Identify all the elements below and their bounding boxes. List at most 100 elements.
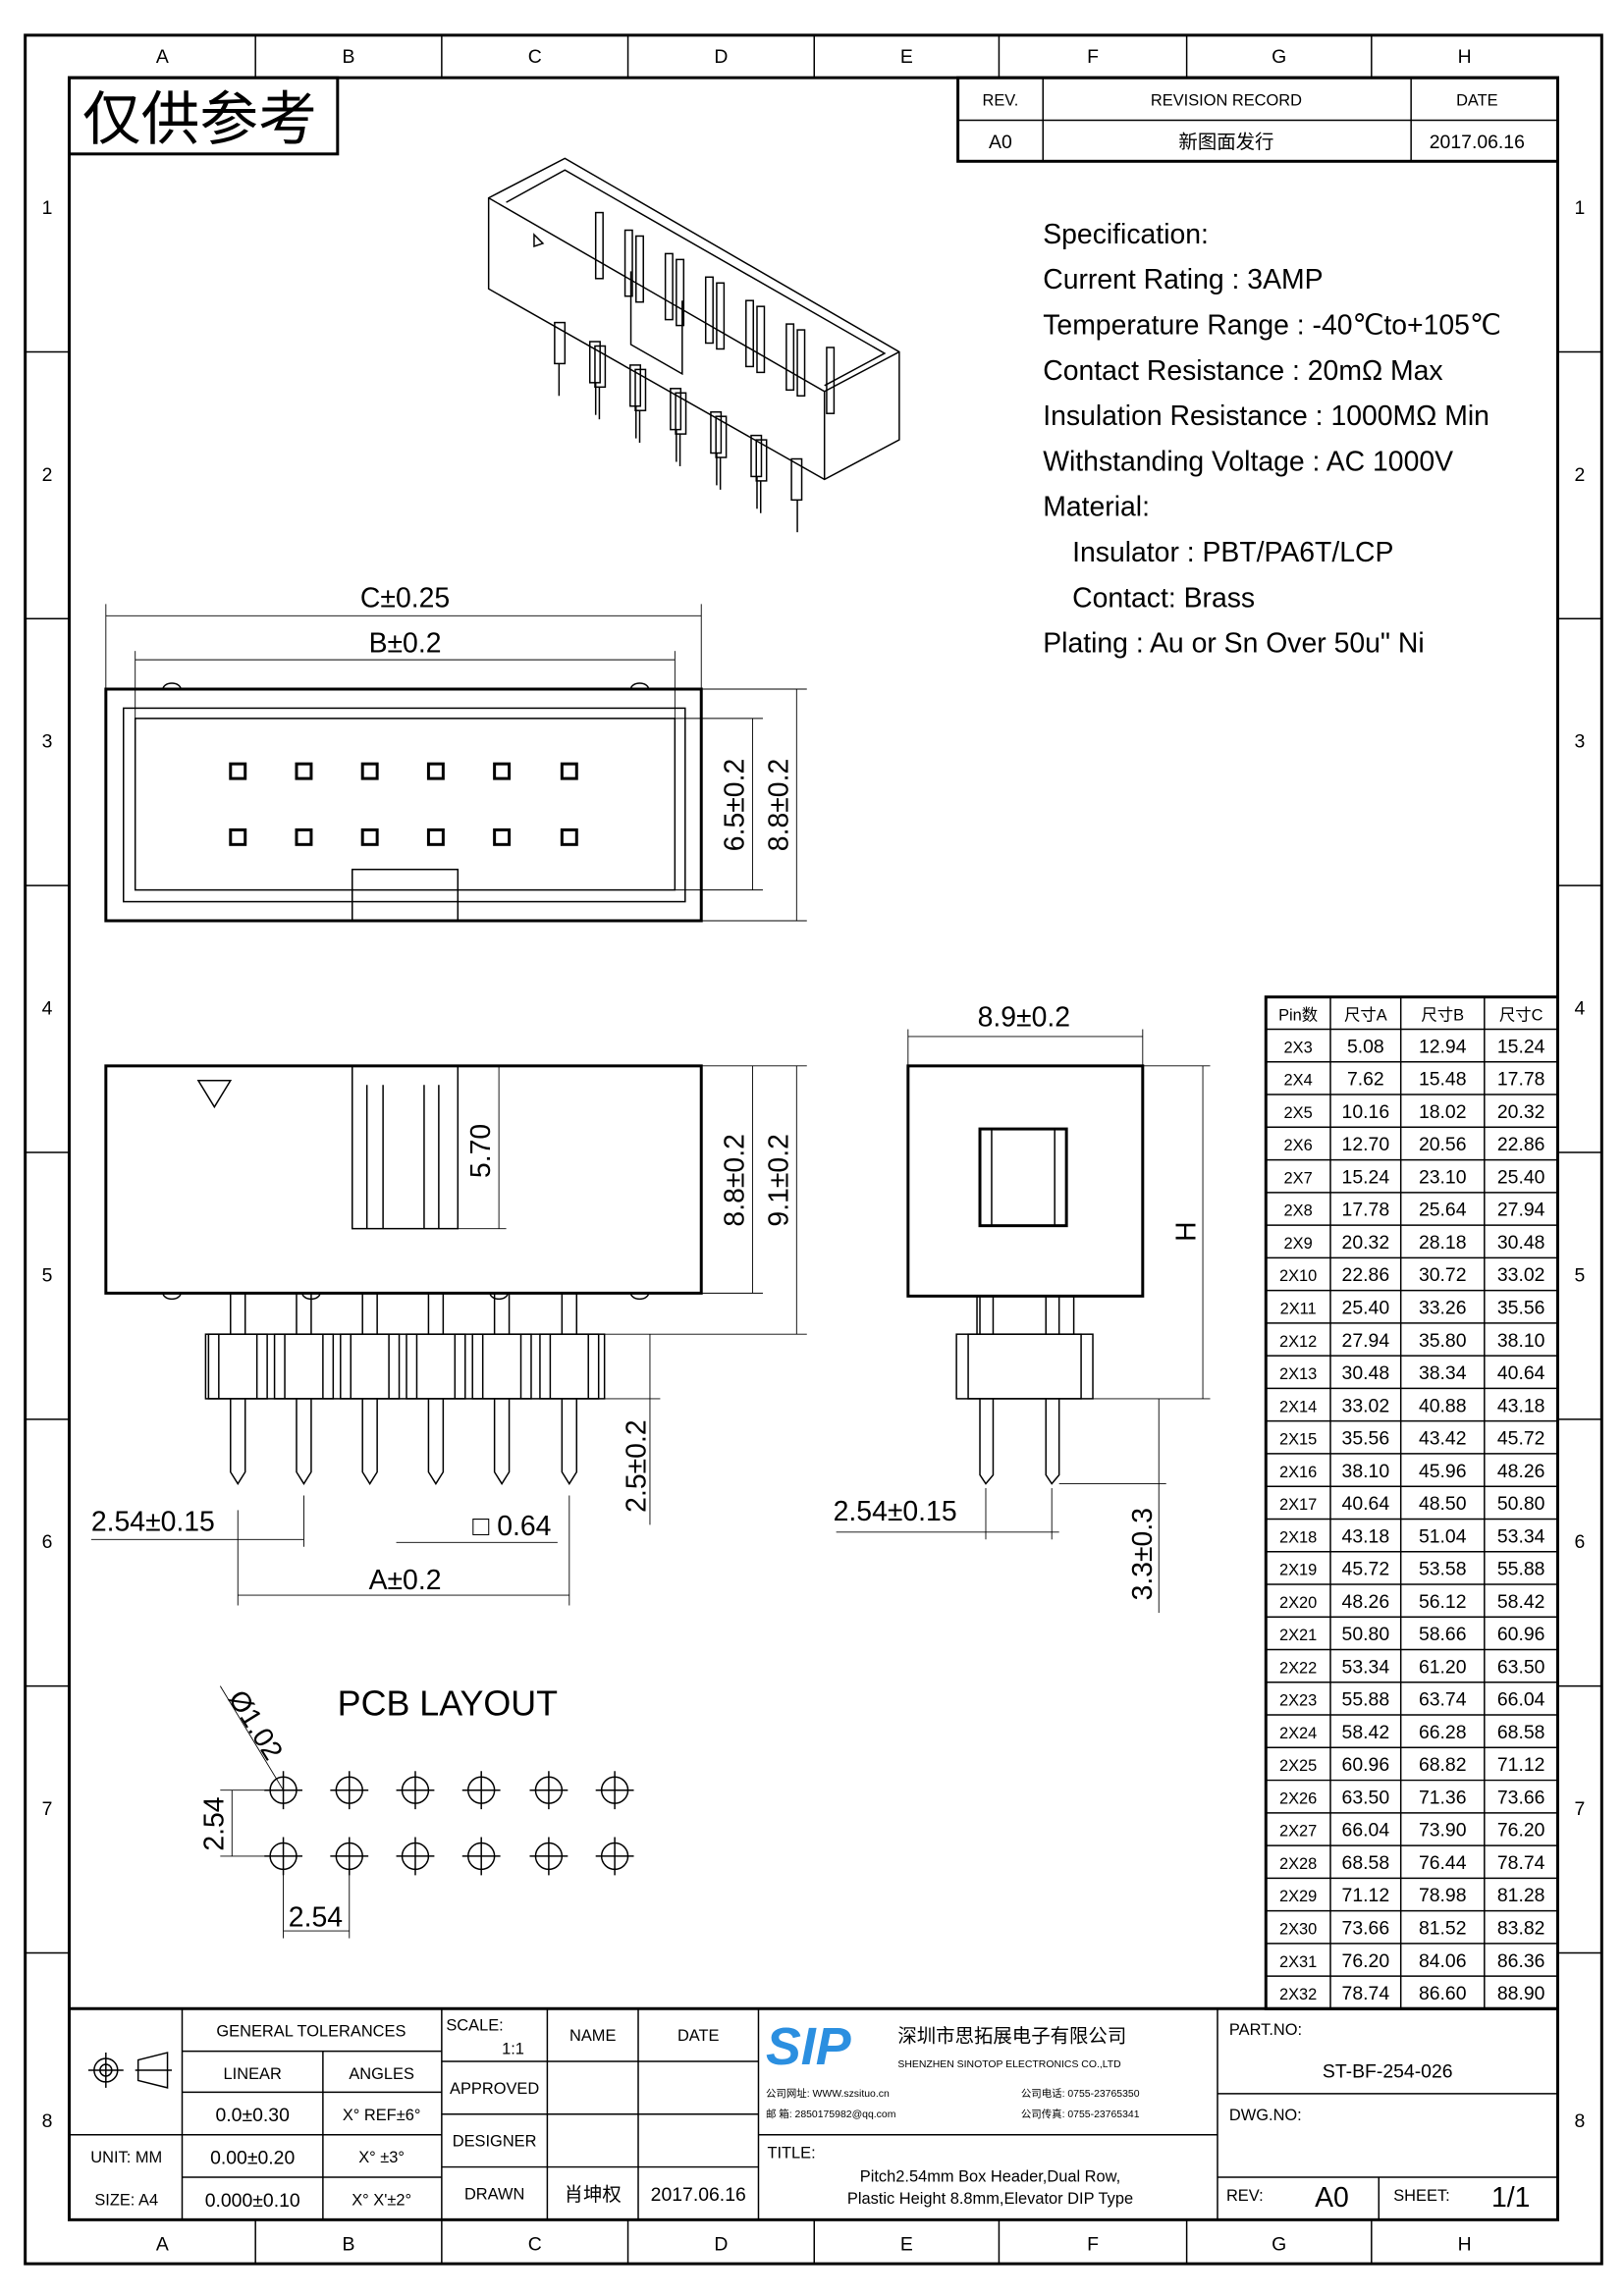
table-cell: 43.42 [1419, 1428, 1467, 1450]
table-cell: 50.80 [1342, 1624, 1390, 1645]
table-cell: 2X27 [1279, 1823, 1317, 1841]
table-cell: 88.90 [1497, 1983, 1545, 2004]
tol-linear-3: 0.000±0.10 [205, 2190, 300, 2212]
side-view: 5.70 8.8±0.2 9.1±0.2 2.5±0.2 2.54±0.15 □… [90, 1064, 807, 1606]
dim-a: A±0.2 [369, 1565, 442, 1596]
table-cell: 81.52 [1419, 1918, 1467, 1940]
table-cell: 2X18 [1279, 1528, 1317, 1546]
row-label-left: 5 [42, 1264, 53, 1286]
table-cell: 2X19 [1279, 1562, 1317, 1579]
revision-record-header: REVISION RECORD [1151, 92, 1302, 110]
pcb-hole [595, 1771, 634, 1810]
table-cell: 38.10 [1497, 1330, 1545, 1352]
table-cell: 23.10 [1419, 1166, 1467, 1188]
isometric-view [487, 157, 900, 533]
table-cell: 78.74 [1497, 1852, 1545, 1874]
table-cell: 2X28 [1279, 1855, 1317, 1873]
table-cell: 40.64 [1497, 1362, 1545, 1384]
row-label-right: 3 [1575, 731, 1586, 753]
row-label-left: 6 [42, 1531, 53, 1553]
table-cell: 2X12 [1279, 1333, 1317, 1351]
dim-pcb-pitch-horizontal: 2.54 [289, 1902, 343, 1934]
table-cell: 48.26 [1497, 1461, 1545, 1482]
tol-linear-2: 0.00±0.20 [210, 2148, 295, 2169]
table-cell: 2X14 [1279, 1398, 1317, 1415]
company-phone: 公司电话: 0755-23765350 [1021, 2087, 1140, 2100]
table-cell: 68.82 [1419, 1754, 1467, 1776]
title-label: TITLE: [767, 2145, 815, 2163]
table-cell: 73.90 [1419, 1820, 1467, 1842]
dim-pin-square: □ 0.64 [472, 1511, 551, 1542]
column-label-bottom: F [1087, 2234, 1099, 2256]
table-cell: 25.64 [1419, 1200, 1467, 1221]
dim-b: B±0.2 [369, 628, 442, 660]
pin-square [229, 828, 247, 846]
table-cell: 17.78 [1342, 1200, 1390, 1221]
pcb-layout-title: PCB LAYOUT [338, 1684, 558, 1724]
table-cell: 83.82 [1497, 1918, 1545, 1940]
company-fax: 公司传真: 0755-23765341 [1021, 2108, 1140, 2120]
table-cell: 25.40 [1497, 1166, 1545, 1188]
tol-angle-2: X° ±3° [358, 2149, 405, 2166]
table-cell: 68.58 [1342, 1852, 1390, 1874]
column-label-top: C [528, 46, 542, 68]
svg-text:SIP: SIP [766, 2017, 851, 2076]
table-header-cell: Pin数 [1278, 1007, 1318, 1025]
table-cell: 2X21 [1279, 1627, 1317, 1644]
table-cell: 2X30 [1279, 1921, 1317, 1939]
column-label-bottom: B [343, 2234, 355, 2256]
table-cell: 53.34 [1342, 1656, 1390, 1678]
table-cell: 27.94 [1497, 1200, 1545, 1221]
name-header: NAME [569, 2027, 616, 2045]
table-cell: 33.02 [1497, 1264, 1545, 1286]
date-header: DATE [677, 2027, 720, 2045]
row-label-left: 7 [42, 1798, 53, 1820]
table-cell: 35.56 [1497, 1298, 1545, 1319]
table-cell: 22.86 [1497, 1134, 1545, 1155]
table-cell: 45.96 [1419, 1461, 1467, 1482]
specification-block: Specification:Current Rating : 3AMPTempe… [1043, 219, 1501, 660]
table-cell: 2X26 [1279, 1789, 1317, 1807]
table-cell: 2X6 [1284, 1137, 1313, 1154]
designer-label: DESIGNER [453, 2133, 537, 2151]
company-website: 公司网址: WWW.szsituo.cn [766, 2087, 890, 2100]
table-cell: 22.86 [1342, 1264, 1390, 1286]
pin-square [360, 828, 379, 846]
table-cell: 2X29 [1279, 1888, 1317, 1905]
pin-square [295, 762, 313, 780]
table-cell: 56.12 [1419, 1591, 1467, 1613]
table-header-cell: 尺寸B [1421, 1007, 1464, 1025]
table-cell: 63.50 [1497, 1656, 1545, 1678]
pcb-hole [396, 1771, 435, 1810]
table-cell: 2X5 [1284, 1104, 1313, 1122]
revision-table: REV. REVISION RECORD DATE A0 新图面发行 2017.… [956, 76, 1559, 163]
tol-linear-1: 0.0±0.30 [215, 2105, 290, 2126]
column-label-top: F [1087, 46, 1099, 68]
title-block: GENERAL TOLERANCES LINEAR ANGLES 0.0±0.3… [69, 2006, 1558, 2220]
table-cell: 2X22 [1279, 1659, 1317, 1677]
table-cell: 35.56 [1342, 1428, 1390, 1450]
pin-square [560, 762, 578, 780]
company-email: 邮 箱: 2850175982@qq.com [766, 2108, 895, 2120]
dim-6-5: 6.5±0.2 [720, 759, 751, 851]
row-label-right: 1 [1575, 197, 1586, 219]
table-cell: 2X15 [1279, 1431, 1317, 1449]
table-cell: 76.20 [1497, 1820, 1545, 1842]
table-cell: 2X25 [1279, 1757, 1317, 1775]
title-line-1: Pitch2.54mm Box Header,Dual Row, [860, 2167, 1120, 2185]
sheet-label: SHEET: [1393, 2187, 1449, 2205]
table-cell: 58.42 [1342, 1722, 1390, 1743]
spec-line: Contact Resistance : 20mΩ Max [1043, 355, 1442, 387]
column-label-top: H [1458, 46, 1472, 68]
